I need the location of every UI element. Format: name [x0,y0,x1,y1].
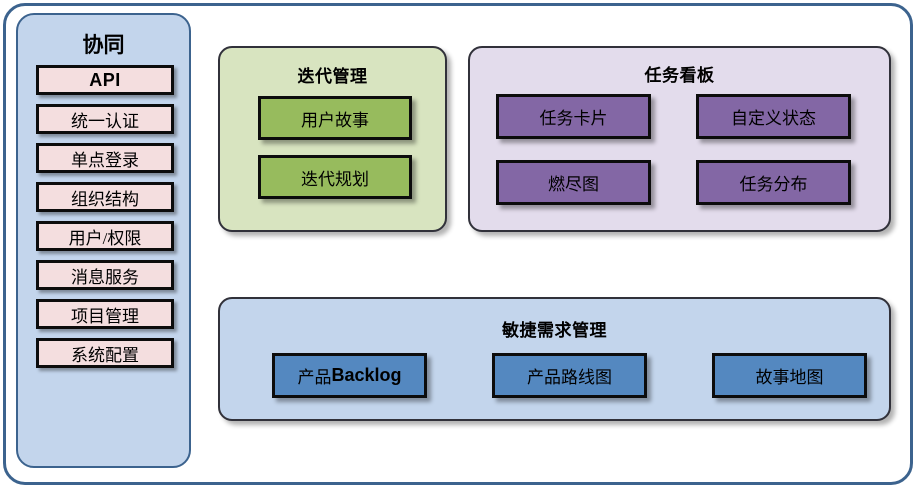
agile-box-product-backlog-cn: 产品 [297,368,332,387]
task-board-title: 任务看板 [644,66,715,85]
sidebar-item-single-sign-on[interactable]: 单点登录 [36,143,174,173]
sidebar-item-list: API 统一认证 单点登录 组织结构 用户/权限 消息服务 项目管理 系统配置 [36,65,174,377]
sidebar-title: 协同 [82,34,125,57]
sidebar-item-system-config[interactable]: 系统配置 [36,338,174,368]
iteration-management-title: 迭代管理 [297,67,368,86]
sidebar-item-user-permission[interactable]: 用户/权限 [36,221,174,251]
outer-frame [3,3,913,485]
agile-requirement-title: 敏捷需求管理 [502,321,607,340]
task-board-box-burndown-chart[interactable]: 燃尽图 [496,160,651,205]
sidebar-item-api[interactable]: API [36,65,174,95]
agile-box-story-map[interactable]: 故事地图 [712,353,867,398]
sidebar-collaboration-panel[interactable]: 协同 API 统一认证 单点登录 组织结构 用户/权限 消息服务 项目管理 系统… [16,13,191,468]
sidebar-item-unified-auth[interactable]: 统一认证 [36,104,174,134]
sidebar-item-message-service[interactable]: 消息服务 [36,260,174,290]
task-board-box-custom-status[interactable]: 自定义状态 [696,94,851,139]
task-board-box-task-card[interactable]: 任务卡片 [496,94,651,139]
agile-box-product-roadmap[interactable]: 产品路线图 [492,353,647,398]
sidebar-item-project-management[interactable]: 项目管理 [36,299,174,329]
sidebar-item-org-structure[interactable]: 组织结构 [36,182,174,212]
task-board-box-task-distribution[interactable]: 任务分布 [696,160,851,205]
task-board-panel[interactable]: 任务看板 任务卡片 自定义状态 燃尽图 任务分布 [468,46,891,232]
iteration-box-iteration-planning[interactable]: 迭代规划 [258,155,412,199]
iteration-management-panel[interactable]: 迭代管理 用户故事 迭代规划 [218,46,447,232]
iteration-box-user-story[interactable]: 用户故事 [258,96,412,140]
agile-box-product-backlog-latin: Backlog [331,365,402,385]
